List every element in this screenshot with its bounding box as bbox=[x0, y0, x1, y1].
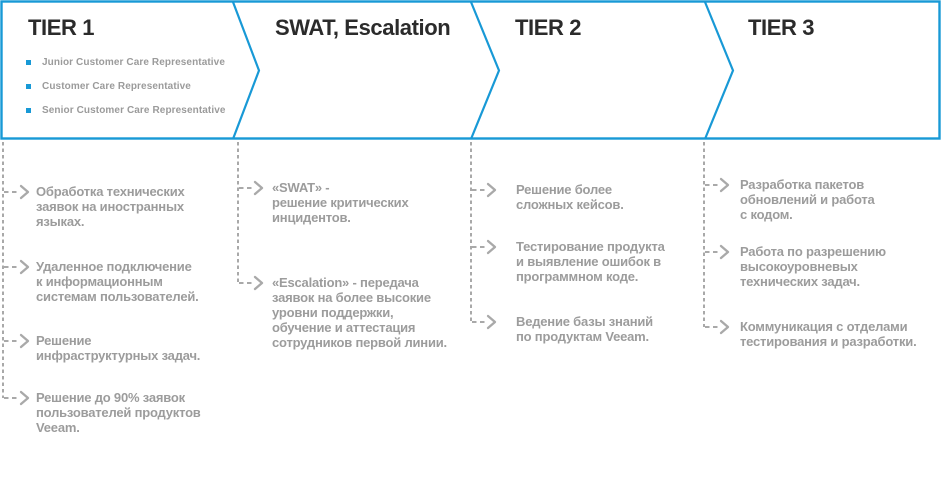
arrow-head-icon bbox=[19, 333, 30, 349]
task-item-tier3-3: Коммуникация с отделами тестирования и р… bbox=[740, 319, 917, 349]
role-label: Senior Customer Care Representative bbox=[42, 104, 226, 116]
role-label: Customer Care Representative bbox=[42, 80, 191, 92]
role-item: Junior Customer Care Representative bbox=[26, 55, 226, 69]
arrow-head-icon bbox=[19, 184, 30, 200]
arrow-head-icon bbox=[253, 180, 264, 196]
arrow-head-icon bbox=[486, 314, 497, 330]
task-item-tier3-1: Разработка пакетов обновлений и работа с… bbox=[740, 177, 875, 222]
task-item-tier2-2: Тестирование продукта и выявление ошибок… bbox=[516, 239, 665, 284]
arrow-head-icon bbox=[19, 390, 30, 406]
bullet-square-icon bbox=[26, 83, 31, 89]
stage-tier1-title: TIER 1 bbox=[28, 15, 95, 40]
task-item-swat: «SWAT» - решение критических инцидентов. bbox=[272, 180, 409, 225]
arrow-head-icon bbox=[486, 239, 497, 255]
stage-tier3-title: TIER 3 bbox=[748, 15, 815, 40]
arrow-head-icon bbox=[19, 259, 30, 275]
stage-swat-escalation-title: SWAT, Escalation bbox=[275, 15, 451, 40]
role-item: Customer Care Representative bbox=[26, 79, 226, 93]
task-item-tier1-4: Решение до 90% заявок пользователей прод… bbox=[36, 390, 201, 435]
task-item-escalation: «Escalation» - передача заявок на более … bbox=[272, 275, 447, 350]
role-label: Junior Customer Care Representative bbox=[42, 56, 226, 68]
arrow-head-icon bbox=[486, 182, 497, 198]
bullet-square-icon bbox=[26, 59, 31, 65]
task-item-tier1-1: Обработка технических заявок на иностран… bbox=[36, 184, 185, 229]
task-item-tier1-3: Решение инфраструктурных задач. bbox=[36, 333, 201, 363]
task-item-tier3-2: Работа по разрешению высокоуровневых тех… bbox=[740, 244, 886, 289]
chevron-separator-3 bbox=[703, 1, 735, 140]
tier1-roles-list: Junior Customer Care Representative Cust… bbox=[26, 55, 226, 127]
bullet-square-icon bbox=[26, 107, 31, 113]
arrow-head-icon bbox=[253, 275, 264, 291]
chevron-separator-2 bbox=[469, 1, 501, 140]
stage-band bbox=[0, 0, 941, 140]
task-item-tier1-2: Удаленное подключение к информационным с… bbox=[36, 259, 199, 304]
chevron-separator-1 bbox=[231, 1, 261, 140]
task-item-tier2-3: Ведение базы знаний по продуктам Veeam. bbox=[516, 314, 653, 344]
stage-tier2-title: TIER 2 bbox=[515, 15, 582, 40]
band-outline bbox=[0, 0, 941, 140]
task-item-tier2-1: Решение более сложных кейсов. bbox=[516, 182, 624, 212]
role-item: Senior Customer Care Representative bbox=[26, 103, 226, 117]
